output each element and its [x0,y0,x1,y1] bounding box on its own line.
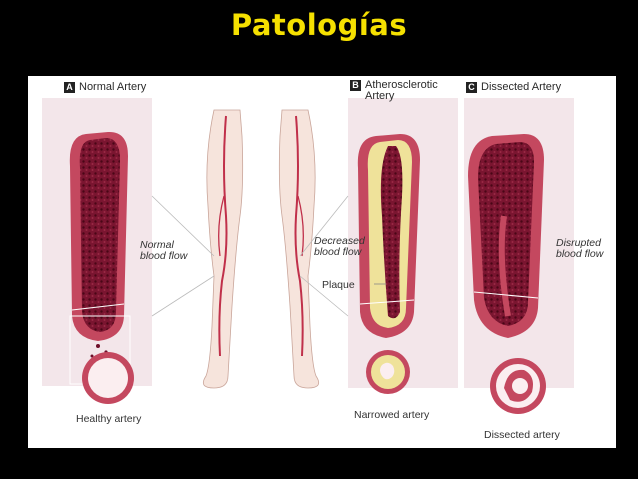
legs-illustration [151,109,349,389]
panel-b-header: B Atherosclerotic Artery [350,80,438,102]
panel-c-title: Dissected Artery [481,81,562,93]
artery-illustration [42,98,574,414]
panel-a-header: A Normal Artery [64,82,146,93]
atherosclerotic-artery-illustration [357,134,420,394]
normal-artery-illustration [69,131,134,404]
panel-a-letter: A [64,82,75,93]
normal-blood-flow-label: Normal blood flow [140,239,188,262]
decreased-blood-flow-label: Decreased blood flow [314,235,365,258]
slide-title: Patologías [230,8,408,42]
plaque-label: Plaque [322,279,355,291]
panel-a-title: Normal Artery [79,81,147,93]
artery-figure: A Normal Artery B Atherosclerotic Artery… [28,76,616,448]
panel-b-title: Atherosclerotic Artery [365,79,438,102]
panel-b-letter: B [350,80,361,91]
disrupted-blood-flow-label: Disrupted blood flow [556,237,604,260]
healthy-artery-caption: Healthy artery [76,413,142,425]
narrowed-artery-caption: Narrowed artery [354,409,430,421]
panel-c-header: C Dissected Artery [466,82,561,93]
dissected-artery-caption: Dissected artery [484,429,560,441]
dissected-artery-illustration [468,134,546,414]
panel-c-letter: C [466,82,477,93]
